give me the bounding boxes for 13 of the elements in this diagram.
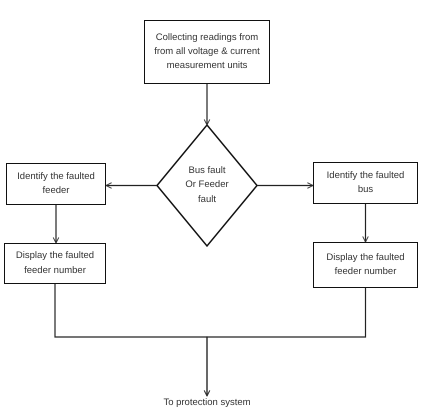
arrow: [106, 182, 157, 189]
process-box: Identify the faulted feeder: [6, 163, 106, 205]
arrow: [257, 182, 314, 189]
process-box: Display the faulted feeder number: [4, 243, 106, 284]
arrow: [52, 205, 60, 244]
output-label: To protection system: [163, 396, 251, 410]
decision-label: Bus fault Or Feeder fault: [185, 164, 229, 207]
process-box: Collecting readings from from all voltage & current measurement units: [144, 20, 270, 84]
process-box: Display the faulted feeder number: [313, 242, 418, 288]
arrow: [204, 288, 366, 396]
arrow: [204, 84, 210, 126]
process-box: Identify the faulted bus: [313, 162, 418, 204]
arrow: [362, 204, 369, 242]
